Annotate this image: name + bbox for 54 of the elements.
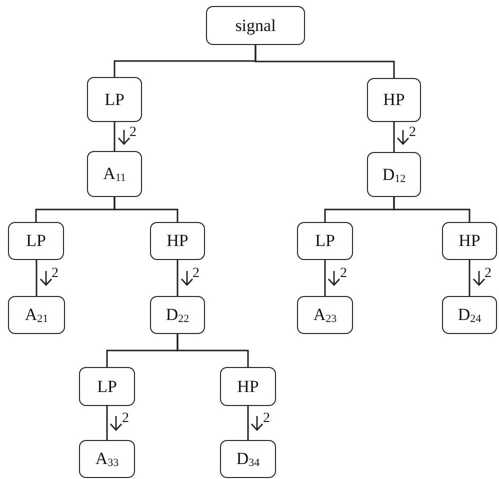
node-label: A$_{23}$ xyxy=(313,305,337,325)
connector-line xyxy=(176,260,178,296)
process-box xyxy=(8,222,64,260)
node-label: D$_{34}$ xyxy=(236,449,260,469)
node-label: D$_{22}$ xyxy=(166,305,190,325)
process-box xyxy=(367,78,421,122)
edge-label: 2 xyxy=(52,267,58,281)
process-box xyxy=(206,6,305,45)
node-label: LP xyxy=(104,90,124,110)
connector-line xyxy=(393,197,470,222)
process-box xyxy=(220,367,276,406)
connector-line xyxy=(254,45,395,78)
edge-label: 2 xyxy=(263,412,270,426)
process-box xyxy=(87,77,142,122)
node-label: signal xyxy=(235,16,276,36)
connector-line xyxy=(36,260,38,296)
process-box xyxy=(150,296,205,334)
node-label: LP xyxy=(315,231,335,251)
node-label: D$_{12}$ xyxy=(382,164,406,184)
process-box xyxy=(220,440,276,478)
process-box xyxy=(442,222,497,260)
connector-line xyxy=(114,197,178,222)
process-box xyxy=(79,367,135,406)
connector-line xyxy=(393,122,395,152)
node-label: HP xyxy=(166,231,188,251)
connector-line xyxy=(114,122,116,151)
node-label: LP xyxy=(97,376,117,396)
edge-label: 2 xyxy=(340,267,347,281)
edge-label: 2 xyxy=(409,126,416,140)
node-label: HP xyxy=(237,376,259,396)
process-box xyxy=(8,296,65,334)
process-box xyxy=(297,296,353,334)
process-box xyxy=(87,151,142,197)
node-label: HP xyxy=(383,90,405,110)
connector-line xyxy=(176,334,249,367)
process-box xyxy=(150,222,205,260)
connector-line xyxy=(468,260,470,296)
node-label: A$_{11}$ xyxy=(103,164,126,184)
node-label: D$_{24}$ xyxy=(458,305,482,325)
edge-label: 2 xyxy=(122,412,129,426)
edge-label: 2 xyxy=(484,267,492,281)
edge-label: 2 xyxy=(192,267,200,281)
edge-label: 2 xyxy=(130,126,136,140)
process-box xyxy=(79,440,135,478)
connector-line xyxy=(247,406,249,440)
process-box xyxy=(442,296,497,334)
node-label: LP xyxy=(26,231,46,251)
node-label: HP xyxy=(458,231,480,251)
connector-line xyxy=(106,406,108,440)
node-label: A$_{21}$ xyxy=(24,305,48,325)
node-label: A$_{33}$ xyxy=(95,449,119,469)
process-box xyxy=(367,152,421,197)
connector-line xyxy=(324,260,326,296)
process-box xyxy=(297,222,353,260)
